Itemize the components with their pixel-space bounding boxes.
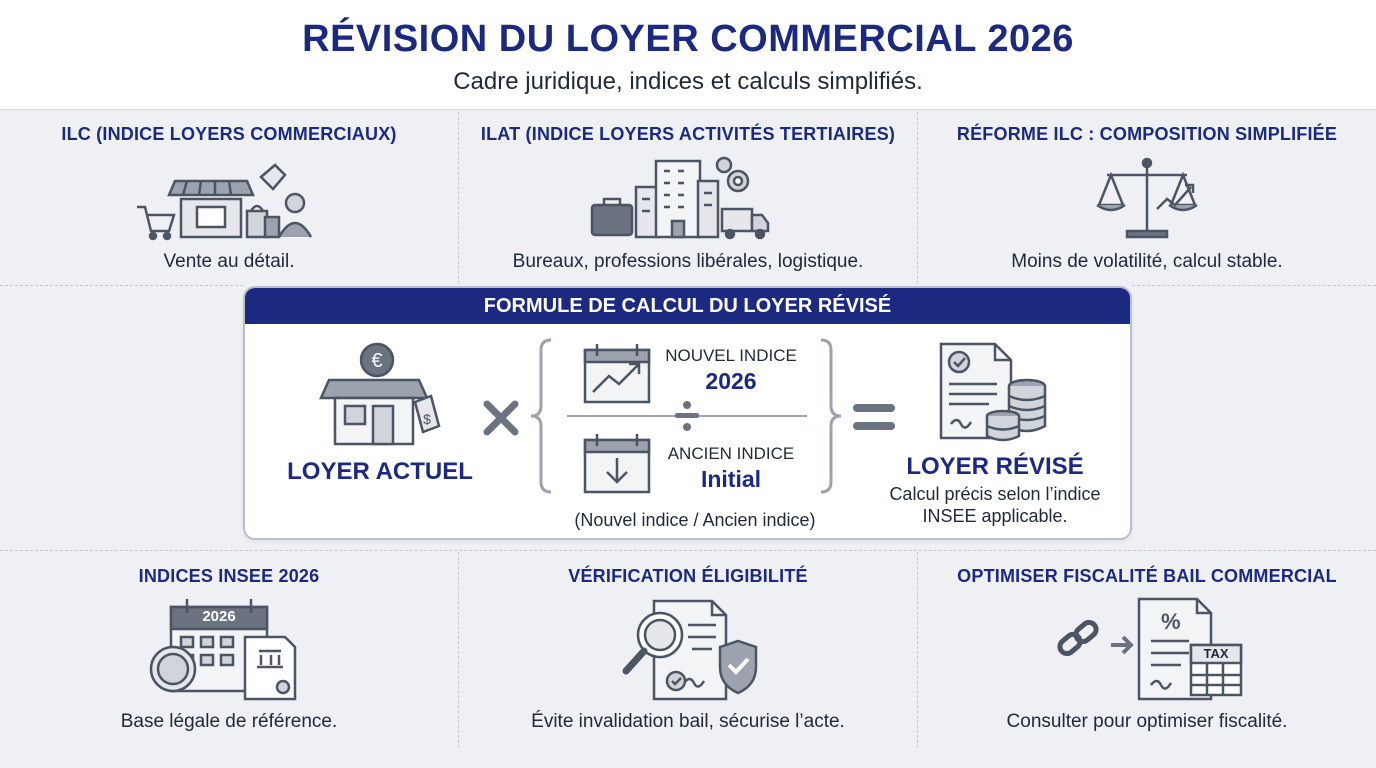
revised-rent-note: INSEE applicable.: [922, 506, 1068, 526]
page-header: RÉVISION DU LOYER COMMERCIAL 2026 Cadre …: [0, 0, 1376, 110]
panel-title: ILC (INDICE LOYERS COMMERCIAUX): [61, 124, 397, 144]
panel-caption: Vente au détail.: [163, 251, 295, 272]
formula-header: FORMULE DE CALCUL DU LOYER RÉVISÉ: [245, 288, 1130, 324]
panel-title: INDICES INSEE 2026: [138, 566, 320, 586]
panel-caption: Base légale de référence.: [120, 711, 338, 732]
revised-rent-label: LOYER RÉVISÉ: [906, 453, 1084, 480]
panel-title: RÉFORME ILC : COMPOSITION SIMPLIFIÉE: [956, 124, 1338, 144]
svg-text:%: %: [1161, 609, 1181, 634]
ratio-note: (Nouvel indice / Ancien indice): [574, 510, 816, 530]
left-brace: [530, 338, 552, 494]
revised-rent-note: Calcul précis selon l’indice: [889, 484, 1101, 504]
panel-caption: Bureaux, professions libérales, logistiq…: [512, 251, 864, 272]
panel-title: VÉRIFICATION ÉLIGIBILITÉ: [568, 566, 808, 586]
panel-caption: Moins de volatilité, calcul stable.: [1011, 251, 1283, 272]
storefront-icon: [137, 163, 313, 241]
panel-caption: Consulter pour optimiser fiscalité.: [1006, 711, 1288, 732]
panel-insee: INDICES INSEE 2026 2026 Base légale de r…: [0, 566, 458, 733]
svg-text:€: €: [371, 350, 382, 372]
storefront-euro-icon: € $: [319, 342, 441, 446]
divide-icon: [675, 400, 699, 432]
divider: [0, 285, 243, 286]
formula-box: FORMULE DE CALCUL DU LOYER RÉVISÉ € $ LO…: [243, 286, 1132, 540]
tax-document-icon: % TAX: [1047, 595, 1247, 703]
panel-fiscalite: OPTIMISER FISCALITÉ BAIL COMMERCIAL % TA…: [918, 566, 1376, 733]
office-building-icon: [590, 156, 770, 240]
panel-ilc: ILC (INDICE LOYERS COMMERCIAUX) Vente au…: [0, 124, 458, 273]
panel-title: ILAT (INDICE LOYERS ACTIVITÉS TERTIAIRES…: [480, 124, 896, 144]
page-title: RÉVISION DU LOYER COMMERCIAL 2026: [302, 18, 1074, 60]
divider: [1132, 285, 1376, 286]
old-index-label: ANCIEN INDICE: [667, 444, 795, 463]
document-coins-icon: [939, 342, 1047, 442]
page-subtitle: Cadre juridique, indices et calculs simp…: [453, 68, 923, 95]
panel-ilat: ILAT (INDICE LOYERS ACTIVITÉS TERTIAIRES…: [459, 124, 917, 273]
divider: [0, 550, 1376, 551]
old-index-value: Initial: [700, 466, 762, 492]
current-rent-label: LOYER ACTUEL: [287, 458, 473, 485]
divider: [458, 552, 459, 748]
calendar-trend-icon: [583, 344, 651, 404]
new-index-year: 2026: [705, 368, 757, 394]
panel-title: OPTIMISER FISCALITÉ BAIL COMMERCIAL: [957, 566, 1337, 586]
panel-verification: VÉRIFICATION ÉLIGIBILITÉ Évite invalidat…: [459, 566, 917, 733]
tax-label: TAX: [1203, 646, 1229, 661]
panel-caption: Évite invalidation bail, sécurise l’acte…: [531, 711, 845, 732]
new-index-label: NOUVEL INDICE: [665, 346, 797, 365]
right-brace: [820, 338, 842, 494]
multiply-icon: [483, 400, 519, 436]
divider: [917, 552, 918, 748]
calendar-year-label: 2026: [202, 608, 236, 625]
svg-text:$: $: [423, 411, 431, 427]
magnifier-shield-icon: [622, 599, 758, 701]
equals-icon: [853, 404, 895, 430]
divider: [917, 112, 918, 284]
divider: [458, 112, 459, 284]
calendar-document-icon: 2026: [149, 595, 309, 703]
calendar-down-icon: [583, 434, 651, 494]
panel-reforme: RÉFORME ILC : COMPOSITION SIMPLIFIÉE Moi…: [918, 124, 1376, 273]
scale-icon: [1096, 157, 1198, 239]
